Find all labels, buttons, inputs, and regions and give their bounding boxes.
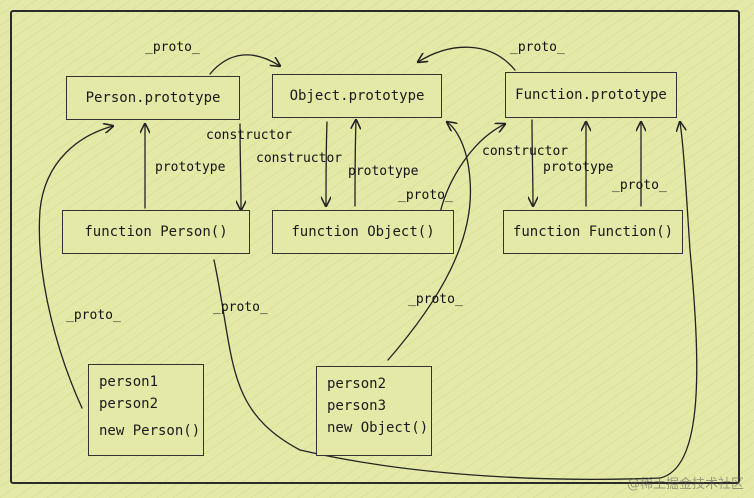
- function-person-label: function Person(): [84, 224, 228, 240]
- function-prototype-box: Function.prototype: [505, 72, 677, 118]
- arrow-object-proto-constructor: [326, 121, 327, 206]
- person-prototype-label: Person.prototype: [85, 90, 221, 106]
- arrow-object-fn-prototype: [355, 120, 356, 207]
- arrow-person-fn-to-function-proto: [213, 122, 698, 480]
- person-prototype-box: Person.prototype: [66, 76, 240, 120]
- function-prototype-label: Function.prototype: [515, 87, 667, 103]
- instance-item: new Person(): [99, 423, 201, 439]
- watermark: @稀土掘金技术社区: [626, 477, 744, 492]
- instance-item: new Object(): [327, 420, 429, 436]
- object-prototype-box: Object.prototype: [272, 74, 442, 118]
- arrow-function-proto-constructor: [532, 119, 533, 206]
- constructor-label-person: constructor: [206, 128, 293, 143]
- arrow-object-fn-to-function-proto: [439, 124, 505, 214]
- constructor-label-object: constructor: [256, 151, 343, 166]
- proto-label-person-fn: _proto_: [213, 300, 268, 315]
- instance-item: person3: [327, 398, 387, 414]
- function-object-box: function Object(): [272, 210, 454, 254]
- function-object-label: function Object(): [291, 224, 435, 240]
- prototype-label-person: prototype: [155, 160, 226, 175]
- proto-label-right-instances: _proto_: [408, 292, 463, 307]
- object-prototype-label: Object.prototype: [289, 88, 425, 104]
- proto-label-object-fn: _proto_: [398, 188, 453, 203]
- arrow-left-instances-to-person-proto: [38, 126, 113, 409]
- prototype-label-object: prototype: [348, 164, 419, 179]
- constructor-label-function: constructor: [482, 144, 569, 159]
- function-function-box: function Function(): [503, 210, 683, 254]
- arrow-person-proto-to-object-proto: [209, 54, 280, 75]
- proto-label-top-left: _proto_: [145, 40, 200, 55]
- arrow-right-instances-to-object-proto: [387, 122, 472, 361]
- prototype-label-function: prototype: [543, 160, 614, 175]
- instance-item: person2: [327, 376, 387, 392]
- object-instances-box: person2 person3 new Object(): [316, 366, 432, 456]
- proto-label-function-fn: _proto_: [612, 178, 667, 193]
- instance-item: person1: [99, 374, 159, 390]
- arrow-person-proto-constructor: [240, 123, 241, 210]
- function-person-box: function Person(): [62, 210, 250, 254]
- instance-item: person2: [99, 396, 159, 412]
- function-function-label: function Function(): [512, 224, 674, 240]
- proto-label-left-instances: _proto_: [66, 308, 121, 323]
- person-instances-box: person1 person2 new Person(): [88, 364, 204, 456]
- diagram-frame: [10, 10, 740, 484]
- proto-label-top-right: _proto_: [510, 40, 565, 55]
- arrow-function-proto-to-object-proto: [418, 46, 516, 71]
